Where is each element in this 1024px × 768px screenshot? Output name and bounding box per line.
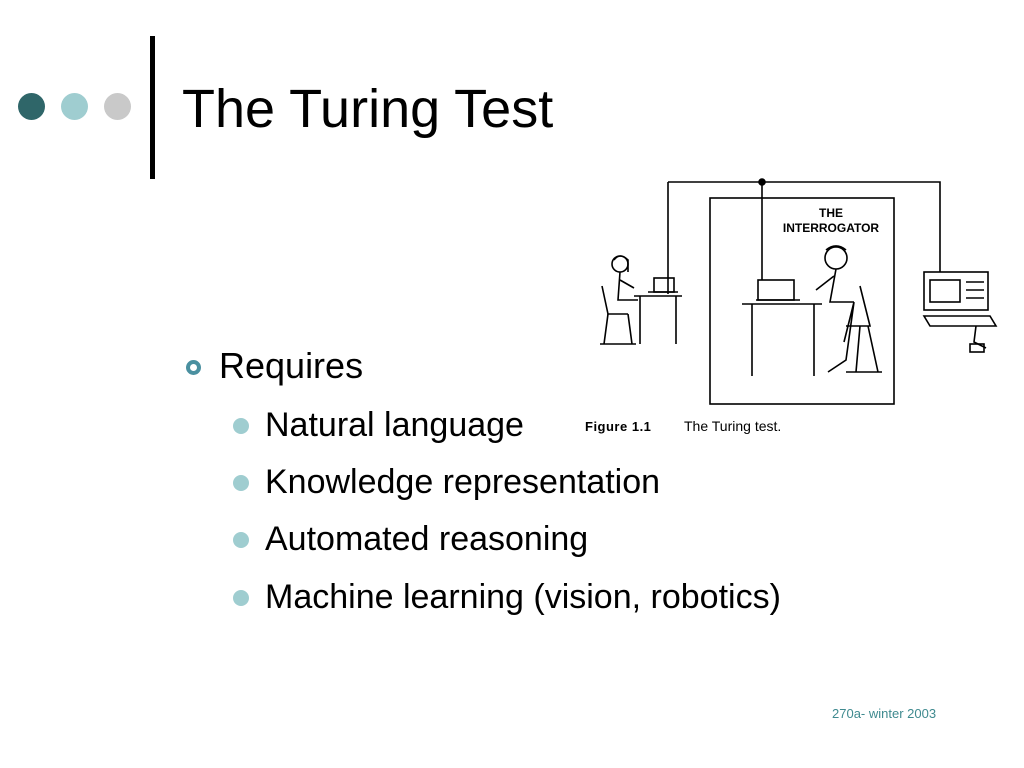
bullet-text: Requires [219,345,364,386]
bullet-text: Machine learning (vision, robotics) [265,578,781,616]
figure-caption-text: The Turing test. [684,418,782,434]
interrogator-label: THE INTERROGATOR [771,206,891,236]
bullet-level2: Knowledge representation [233,460,660,504]
disc-bullet-icon [233,590,249,606]
dot-mid [61,93,88,120]
bullet-level2: Natural language [233,403,524,447]
disc-bullet-icon [233,532,249,548]
bullet-text: Knowledge representation [265,463,661,501]
bullet-text: Natural language [265,406,524,444]
disc-bullet-icon [233,475,249,491]
interrogator-line1: THE [819,206,843,220]
decorative-dots [18,93,131,121]
turing-test-figure [600,178,998,405]
ring-bullet-icon [186,359,201,375]
figure-caption-label: Figure 1.1 [585,419,652,434]
bullet-level1: Requires [186,343,363,389]
bullet-text: Automated reasoning [265,520,589,558]
dot-light [104,93,131,120]
slide-title: The Turing Test [182,79,554,139]
bullet-level2: Machine learning (vision, robotics) [233,575,781,619]
dot-dark [18,93,45,120]
interrogator-line2: INTERROGATOR [782,221,880,235]
slide-footer: 270a- winter 2003 [832,706,937,721]
disc-bullet-icon [233,418,249,434]
bullet-level2: Automated reasoning [233,517,588,561]
title-divider [150,36,155,179]
